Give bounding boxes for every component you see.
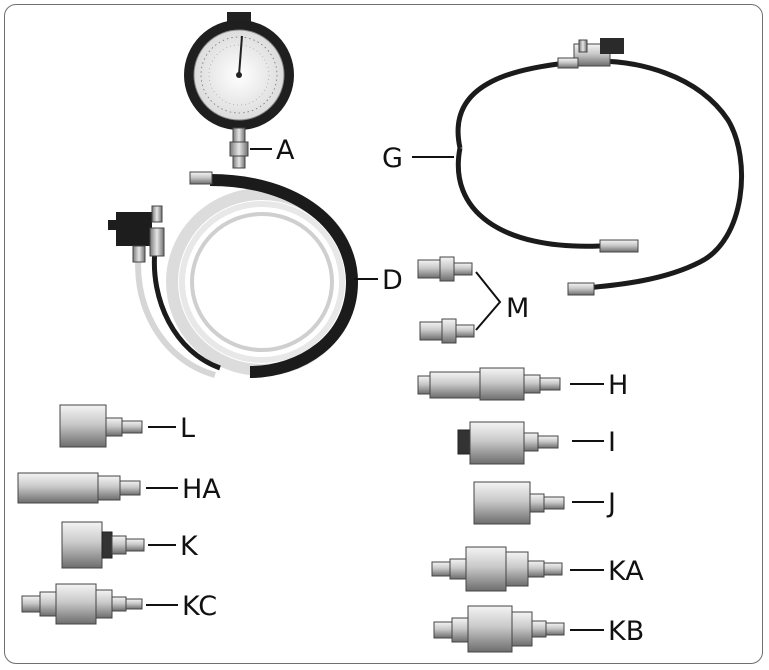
label-d: D xyxy=(382,265,403,296)
adapter-pair-m xyxy=(417,256,475,344)
label-kc: KC xyxy=(182,591,217,622)
adapter-ka xyxy=(431,546,563,592)
diagram-frame xyxy=(4,4,763,664)
adapter-l xyxy=(59,404,143,448)
adapter-kb xyxy=(433,605,565,653)
leader-m xyxy=(475,271,502,331)
label-j: J xyxy=(606,488,616,519)
label-a: A xyxy=(276,135,295,166)
label-k: K xyxy=(180,531,199,562)
label-i: I xyxy=(608,427,616,458)
adapter-kc xyxy=(21,583,143,625)
label-ha: HA xyxy=(182,474,221,505)
adapter-ha xyxy=(17,472,141,504)
adapter-h xyxy=(417,367,561,401)
label-kb: KB xyxy=(608,616,644,647)
adapter-j xyxy=(473,481,565,525)
hose-assembly-g xyxy=(455,38,745,296)
label-h: H xyxy=(608,370,628,401)
label-ka: KA xyxy=(608,556,644,587)
adapter-i xyxy=(457,421,559,465)
label-m: M xyxy=(506,293,529,324)
label-l: L xyxy=(180,413,195,444)
pressure-gauge-a xyxy=(184,12,294,169)
label-g: G xyxy=(382,143,403,174)
solenoid-tube-assembly-d xyxy=(108,171,359,378)
adapter-k xyxy=(61,521,145,569)
